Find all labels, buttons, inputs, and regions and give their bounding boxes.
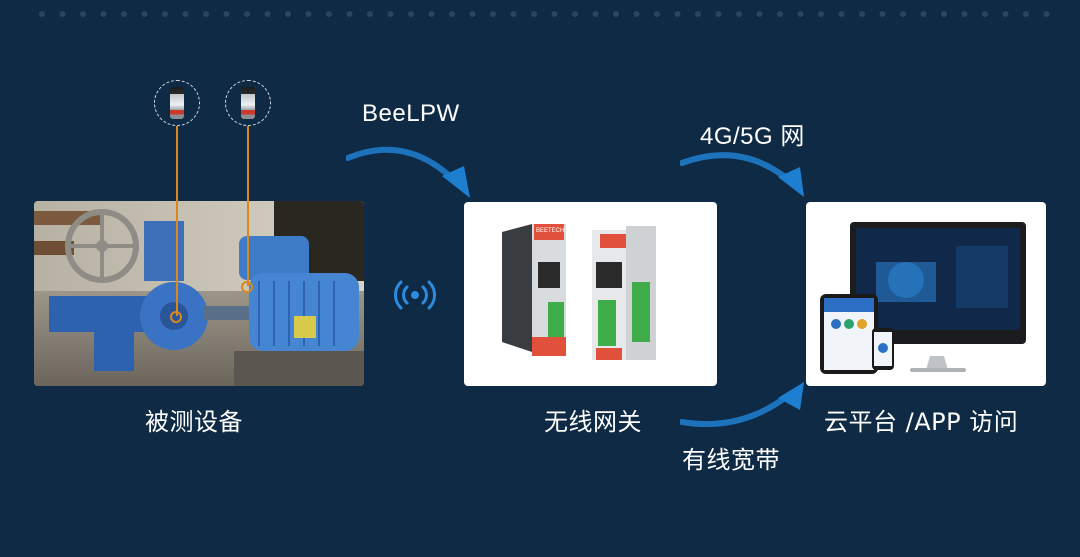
curved-arrow-icon [680, 382, 804, 428]
decorative-dot [1023, 11, 1029, 17]
pump-illustration [34, 201, 364, 386]
decorative-dot-row [39, 11, 1050, 17]
decorative-dot [531, 11, 537, 17]
decorative-dot [162, 11, 168, 17]
decorative-dot [203, 11, 209, 17]
decorative-dot [592, 11, 599, 17]
vibration-sensor-icon [154, 80, 200, 126]
decorative-dot [264, 11, 271, 17]
decorative-dot [100, 11, 107, 17]
decorative-dot [244, 11, 250, 17]
decorative-dot [469, 11, 476, 17]
decorative-dot [59, 11, 66, 17]
vibration-sensor-icon [225, 80, 271, 126]
cloud-platform-card [806, 202, 1046, 386]
decorative-dot [900, 11, 906, 17]
decorative-dot [223, 11, 230, 17]
sensor-2-lead-line [247, 126, 249, 286]
decorative-dot [797, 11, 804, 17]
decorative-dot [695, 11, 701, 17]
decorative-dot [285, 11, 291, 17]
decorative-dot [387, 11, 394, 17]
gateway-devices-card: BEETECH [464, 202, 717, 386]
gateway-brand: BEETECH [536, 228, 565, 234]
monitor-and-devices-illustration [820, 222, 1026, 374]
decorative-dot [346, 11, 353, 17]
decorative-dot [326, 11, 332, 17]
wireless-signal-icon [394, 280, 436, 310]
decorative-dot [879, 11, 886, 17]
decorative-dot [121, 11, 127, 17]
decorative-dot [818, 11, 824, 17]
gateway-illustration [502, 224, 656, 360]
wired-broadband-label: 有线宽带 [682, 446, 780, 474]
decorative-dot [982, 11, 988, 17]
decorative-dot [367, 11, 373, 17]
device-under-test-label: 被测设备 [145, 408, 243, 436]
pump-photo [34, 201, 364, 386]
decorative-dot [920, 11, 927, 17]
decorative-dot [305, 11, 312, 17]
decorative-dot [449, 11, 455, 17]
decorative-dot [736, 11, 742, 17]
decorative-dot [80, 11, 86, 17]
decorative-dot [408, 11, 414, 17]
decorative-dot [551, 11, 558, 17]
sensor-1-mount-point [170, 311, 182, 323]
decorative-dot [674, 11, 681, 17]
cloud-app-access-label: 云平台 /APP 访问 [824, 408, 1019, 436]
decorative-dot [715, 11, 722, 17]
decorative-dot [961, 11, 968, 17]
decorative-dot [777, 11, 783, 17]
decorative-dot [490, 11, 496, 17]
decorative-dot [1002, 11, 1009, 17]
decorative-dot [182, 11, 189, 17]
decorative-dot [428, 11, 435, 17]
protocol-label: BeeLPW [362, 100, 460, 127]
decorative-dot [941, 11, 947, 17]
decorative-dot [510, 11, 517, 17]
decorative-dot [654, 11, 660, 17]
curved-arrow-icon [680, 152, 804, 197]
decorative-dot [613, 11, 619, 17]
sensor-2-mount-point [241, 281, 253, 293]
decorative-dot [859, 11, 865, 17]
decorative-dot [633, 11, 640, 17]
decorative-dot [141, 11, 148, 17]
decorative-dot [1043, 11, 1050, 17]
decorative-dot [572, 11, 578, 17]
wireless-gateway-label: 无线网关 [544, 408, 642, 436]
decorative-dot [39, 11, 45, 17]
decorative-dot [756, 11, 763, 17]
decorative-dot [838, 11, 845, 17]
curved-arrow-icon [346, 146, 470, 198]
sensor-1-lead-line [176, 126, 178, 316]
mobile-network-label: 4G/5G 网 [700, 123, 805, 150]
